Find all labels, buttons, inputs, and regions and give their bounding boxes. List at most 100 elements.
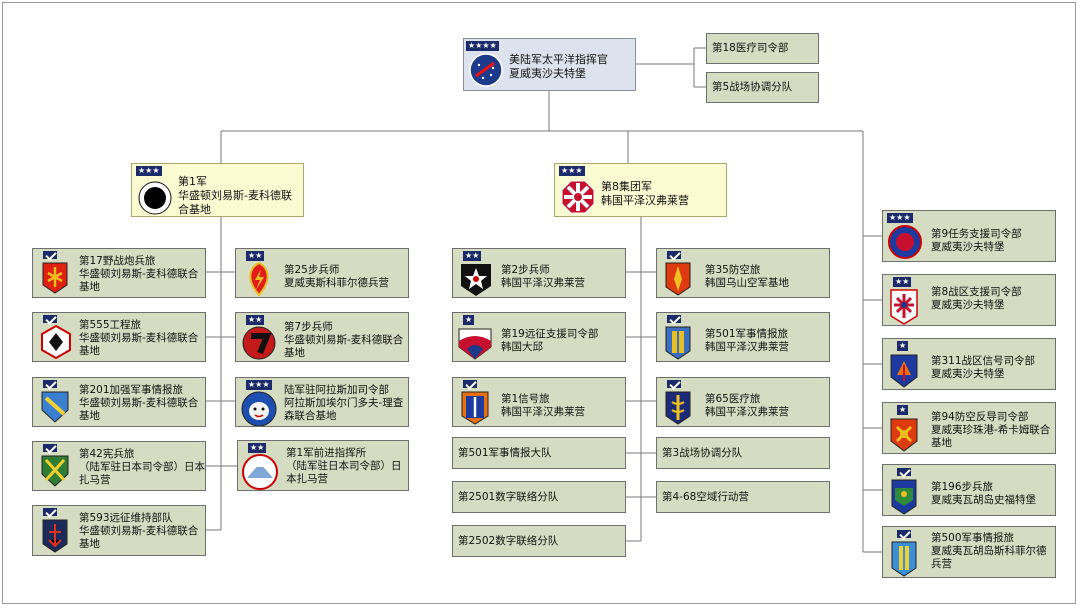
node-aamdc94[interactable]: ★ 第94防空反导司令部 夏威夷珍珠港-希卡姆联合基地 [882, 402, 1056, 454]
node-sig1[interactable]: 第1信号旅 韩国平泽汉弗莱营 [452, 377, 626, 427]
node-location: 华盛顿刘易斯-麦科德联合基地 [284, 334, 404, 359]
node-location: 夏威夷瓦胡岛斯科菲尔德兵营 [931, 545, 1047, 570]
node-location: 夏威夷瓦胡岛史福特堡 [931, 494, 1036, 506]
rank-stars: ★★ [250, 443, 265, 452]
sig1-patch-icon [461, 391, 489, 425]
node-name: 第1信号旅 [501, 393, 550, 405]
node-name: 第1军前进指挥所 [286, 447, 367, 459]
two-star-rank: ★★ [463, 251, 482, 261]
node-tsc8[interactable]: ★★ 第8战区支援司令部 夏威夷沙夫特堡 [882, 274, 1056, 326]
mib201-patch-icon [41, 391, 69, 423]
ib196-patch-icon [891, 479, 917, 515]
colonel-rank-icon [43, 508, 57, 516]
node-name: 第2502数字联络分队 [458, 534, 559, 547]
node-name: 第3战场协调分队 [662, 446, 743, 459]
node-mib201[interactable]: 第201加强军事情报旅 华盛顿刘易斯-麦科德联合基地 [32, 377, 206, 427]
node-location: 华盛顿刘易斯-麦科德联合基地 [79, 268, 199, 293]
node-ada35[interactable]: 第35防空旅 韩国乌山空军基地 [656, 248, 830, 298]
node-mib500[interactable]: 第500军事情报旅 夏威夷瓦胡岛斯科菲尔德兵营 [882, 526, 1056, 578]
two-star-rank: ★★ [246, 315, 265, 325]
node-dlt2501[interactable]: 第2501数字联络分队 [452, 481, 626, 513]
colonel-rank-icon [43, 315, 57, 323]
node-location: 夏威夷沙夫特堡 [509, 67, 586, 80]
colonel-rank-icon [43, 380, 57, 388]
three-star-rank: ★★★ [887, 213, 913, 223]
id2-patch-icon [461, 264, 491, 296]
rank-stars: ★ [465, 315, 473, 324]
aamdc94-patch-icon [890, 418, 918, 452]
colonel-rank-icon [463, 380, 477, 388]
node-name: 陆军驻阿拉斯加司令部 [284, 384, 389, 396]
node-location: 韩国大邱 [501, 341, 543, 353]
colonel-rank-icon [43, 444, 57, 452]
two-star-rank: ★★ [248, 443, 267, 453]
node-ib196[interactable]: 第196步兵旅 夏威夷瓦胡岛史福特堡 [882, 464, 1056, 516]
node-name: 第5战场协调分队 [712, 81, 793, 93]
rank-stars: ★★ [248, 251, 263, 260]
node-med65[interactable]: 第65医疗旅 韩国平泽汉弗莱营 [656, 377, 830, 427]
node-name: 第35防空旅 [705, 264, 761, 276]
node-location: （陆军驻日本司令部）日本扎马营 [79, 461, 205, 486]
node-name: 第1军 [178, 175, 207, 188]
node-name: 第196步兵旅 [931, 481, 994, 493]
colonel-rank-icon [897, 468, 911, 476]
node-name: 第2501数字联络分队 [458, 490, 559, 503]
node-id7[interactable]: ★★ 第7步兵师 华盛顿刘易斯-麦科德联合基地 [235, 312, 409, 362]
node-location: 华盛顿刘易斯-麦科德联合基地 [79, 332, 199, 357]
colonel-rank-icon [667, 251, 681, 259]
rank-stars: ★★★ [561, 166, 583, 175]
node-usarpac[interactable]: ★★★★ 美陆军太平洋指挥官 夏威夷沙夫特堡 [463, 38, 636, 91]
node-id2[interactable]: ★★ 第2步兵师 韩国平泽汉弗莱营 [452, 248, 626, 298]
three-star-rank: ★★★ [559, 166, 585, 176]
node-esc19[interactable]: ★ 第19远征支援司令部 韩国大邱 [452, 312, 626, 362]
rank-stars: ★★ [248, 315, 263, 324]
node-med18[interactable]: 第18医疗司令部 [706, 33, 819, 64]
node-location: 韩国平泽汉弗莱营 [501, 406, 585, 418]
rank-stars: ★★★ [889, 213, 911, 222]
usarpac-patch-icon [469, 53, 503, 87]
node-location: 夏威夷沙夫特堡 [931, 299, 1005, 311]
node-ado468[interactable]: 第4-68空域行动营 [656, 481, 830, 513]
fab17-patch-icon [42, 262, 68, 294]
node-location: 阿拉斯加埃尔门多夫-理查森联合基地 [284, 397, 404, 422]
id25-patch-icon [249, 262, 269, 296]
rank-stars: ★ [899, 405, 907, 414]
node-eb555[interactable]: 第555工程旅 华盛顿刘易斯-麦科德联合基地 [32, 312, 206, 362]
node-mp42[interactable]: 第42宪兵旅 （陆军驻日本司令部）日本扎马营 [32, 441, 206, 491]
node-name: 第2步兵师 [501, 264, 550, 276]
node-dlt2502[interactable]: 第2502数字联络分队 [452, 525, 626, 557]
node-name: 第18医疗司令部 [712, 42, 789, 54]
one-star-rank: ★ [897, 405, 909, 415]
three-star-rank: ★★★ [246, 380, 272, 390]
node-tsc9[interactable]: ★★★ 第9任务支援司令部 夏威夷沙夫特堡 [882, 210, 1056, 262]
node-i-corps-fwd[interactable]: ★★ 第1军前进指挥所 （陆军驻日本司令部）日本扎马营 [237, 440, 409, 491]
tsc8-patch-icon [890, 289, 918, 325]
node-name: 第500军事情报旅 [931, 532, 1015, 544]
node-name: 美陆军太平洋指挥官 [509, 53, 608, 66]
node-esb593[interactable]: 第593远征维持部队 华盛顿刘易斯-麦科德联合基地 [32, 505, 206, 556]
mp42-patch-icon [41, 455, 69, 487]
eb555-patch-icon [41, 325, 71, 359]
node-sig311[interactable]: ★ 第311战区信号司令部 夏威夷沙夫特堡 [882, 338, 1056, 390]
four-star-rank: ★★★★ [466, 41, 499, 51]
node-bcd3[interactable]: 第3战场协调分队 [656, 437, 830, 469]
node-id25[interactable]: ★★ 第25步兵师 夏威夷斯科菲尔德兵营 [235, 248, 409, 298]
node-name: 第7步兵师 [284, 321, 333, 333]
node-fab17[interactable]: 第17野战炮兵旅 华盛顿刘易斯-麦科德联合基地 [32, 248, 206, 298]
node-army8[interactable]: ★★★ 第8集团军 韩国平泽汉弗莱营 [554, 163, 727, 217]
node-mib501[interactable]: 第501军事情报旅 韩国平泽汉弗莱营 [656, 312, 830, 362]
rank-stars: ★★★ [138, 166, 160, 175]
node-usarak[interactable]: ★★★ 陆军驻阿拉斯加司令部 阿拉斯加埃尔门多夫-理查森联合基地 [235, 377, 409, 427]
rank-stars: ★ [899, 341, 907, 350]
node-name: 第501军事情报旅 [705, 328, 789, 340]
node-i-corps[interactable]: ★★★ 第1军 华盛顿刘易斯-麦科德联合基地 [131, 163, 304, 217]
node-location: 华盛顿刘易斯-麦科德联合基地 [79, 525, 199, 550]
node-bcd5[interactable]: 第5战场协调分队 [706, 72, 819, 103]
node-name: 第501军事情报大队 [458, 446, 552, 459]
node-mid501[interactable]: 第501军事情报大队 [452, 437, 626, 469]
node-location: （陆军驻日本司令部）日本扎马营 [286, 460, 402, 485]
one-star-rank: ★ [463, 315, 475, 325]
node-name: 第94防空反导司令部 [931, 411, 1029, 423]
army8-patch-icon [561, 180, 595, 214]
mib500-patch-icon [891, 541, 917, 577]
